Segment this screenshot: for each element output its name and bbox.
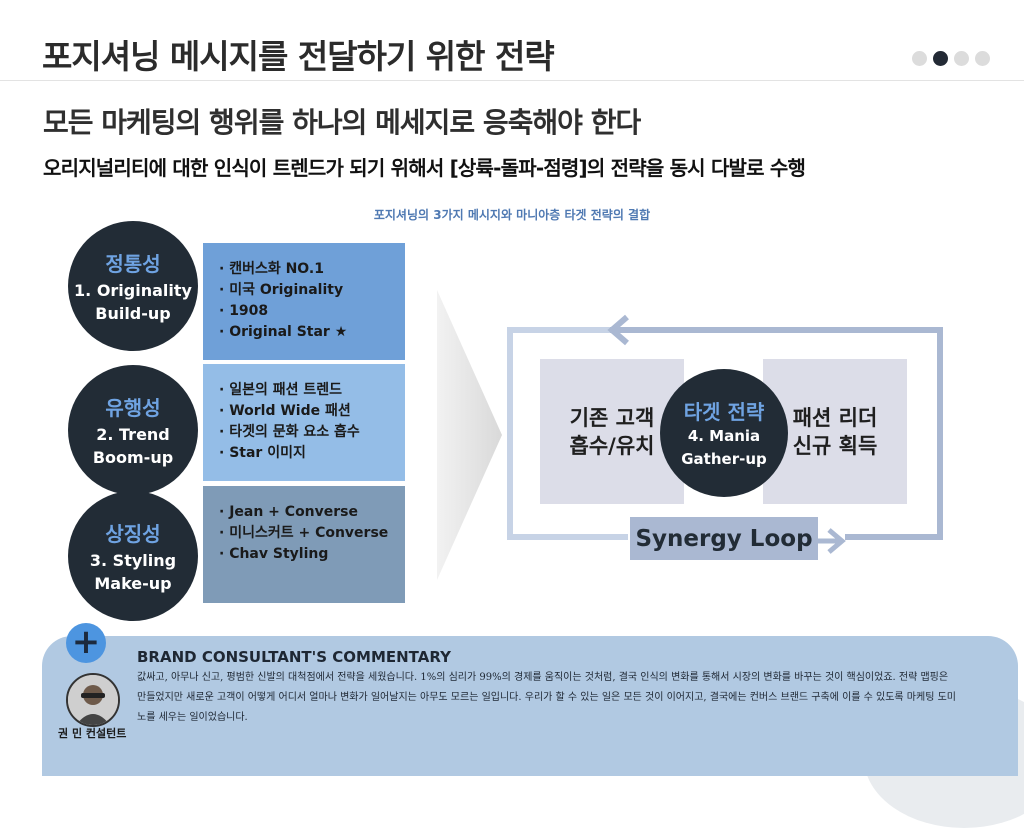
section-subtitle: 모든 마케팅의 행위를 하나의 메세지로 응축해야 한다 — [43, 106, 641, 139]
bullet-item: · World Wide 패션 — [219, 403, 351, 419]
target-strategy-circle: 타겟 전략 4. Mania Gather-up — [660, 369, 788, 497]
strategy-circle-trend: 유행성 2. Trend Boom-up — [68, 365, 198, 495]
box-line2: 흡수/유치 — [569, 433, 655, 458]
strategy-line2: Boom-up — [92, 447, 174, 467]
strategy-line2: Make-up — [94, 573, 172, 593]
box-line1: 패션 리더 — [792, 405, 878, 430]
strategy-line1: 3. Styling — [89, 550, 177, 570]
plus-icon[interactable]: + — [66, 623, 106, 663]
pager-dot-3[interactable] — [954, 51, 969, 66]
bullet-item: · Chav Styling — [219, 546, 329, 562]
pager-dot-2-active[interactable] — [933, 51, 948, 66]
diagram-caption: 포지셔닝의 3가지 메시지와 마니아층 타겟 전략의 결합 — [373, 208, 651, 222]
loop-arrow-icon — [507, 314, 943, 554]
strategy-box-styling: · Jean + Converse · 미니스커트 + Converse · C… — [203, 486, 405, 603]
strategy-line1: 1. Originality — [74, 280, 192, 300]
bullet-item: · 미니스커트 + Converse — [219, 525, 389, 541]
strategy-line2: Build-up — [95, 303, 171, 323]
strategy-circle-styling: 상징성 3. Styling Make-up — [68, 491, 198, 621]
commentary-text: 값싸고, 아무나 신고, 평범한 신발의 대척점에서 전략을 세웠습니다. 1%… — [137, 672, 956, 723]
target-line2: Gather-up — [681, 449, 767, 468]
bullet-item: · Original Star ★ — [219, 324, 348, 340]
bullet-item: · 1908 — [219, 303, 269, 319]
target-title: 타겟 전략 — [683, 399, 765, 424]
strategy-title: 정통성 — [105, 251, 161, 276]
box-line2: 신규 획득 — [792, 433, 878, 458]
bullet-item: · 미국 Originality — [219, 282, 344, 298]
commentary-title: BRAND CONSULTANT'S COMMENTARY — [137, 648, 451, 666]
section-description: 오리지널리티에 대한 인식이 트렌드가 되기 위해서 [상륙-돌파-점령]의 전… — [43, 156, 806, 180]
bullet-item: · 캔버스화 NO.1 — [219, 261, 324, 277]
pager-dots — [912, 51, 990, 66]
strategy-line1: 2. Trend — [96, 424, 170, 444]
pager-dot-1[interactable] — [912, 51, 927, 66]
box-line1: 기존 고객 — [569, 405, 655, 430]
target-line1: 4. Mania — [687, 426, 761, 445]
strategy-circle-originality: 정통성 1. Originality Build-up — [68, 221, 198, 351]
page-title: 포지셔닝 메시지를 전달하기 위한 전략 — [42, 37, 555, 76]
commentary-panel — [42, 636, 1018, 776]
synergy-loop-label: Synergy Loop — [630, 517, 818, 560]
bullet-item: · 일본의 패션 트렌드 — [219, 382, 342, 398]
strategy-box-originality: · 캔버스화 NO.1 · 미국 Originality · 1908 · Or… — [203, 243, 405, 360]
bullet-item: · Jean + Converse — [219, 504, 359, 520]
bullet-item: · 타겟의 문화 요소 흡수 — [219, 424, 360, 440]
strategy-title: 유행성 — [105, 395, 161, 420]
strategy-box-trend: · 일본의 패션 트렌드 · World Wide 패션 · 타겟의 문화 요소… — [203, 364, 405, 481]
strategy-title: 상징성 — [105, 521, 161, 546]
consultant-name: 권 민 컨설턴트 — [58, 727, 127, 740]
pager-dot-4[interactable] — [975, 51, 990, 66]
header-bar: 포지셔닝 메시지를 전달하기 위한 전략 — [0, 0, 1024, 81]
person-icon — [68, 675, 118, 725]
chevron-right-icon — [437, 290, 502, 580]
consultant-avatar — [66, 673, 120, 727]
bullet-item: · Star 이미지 — [219, 445, 306, 461]
